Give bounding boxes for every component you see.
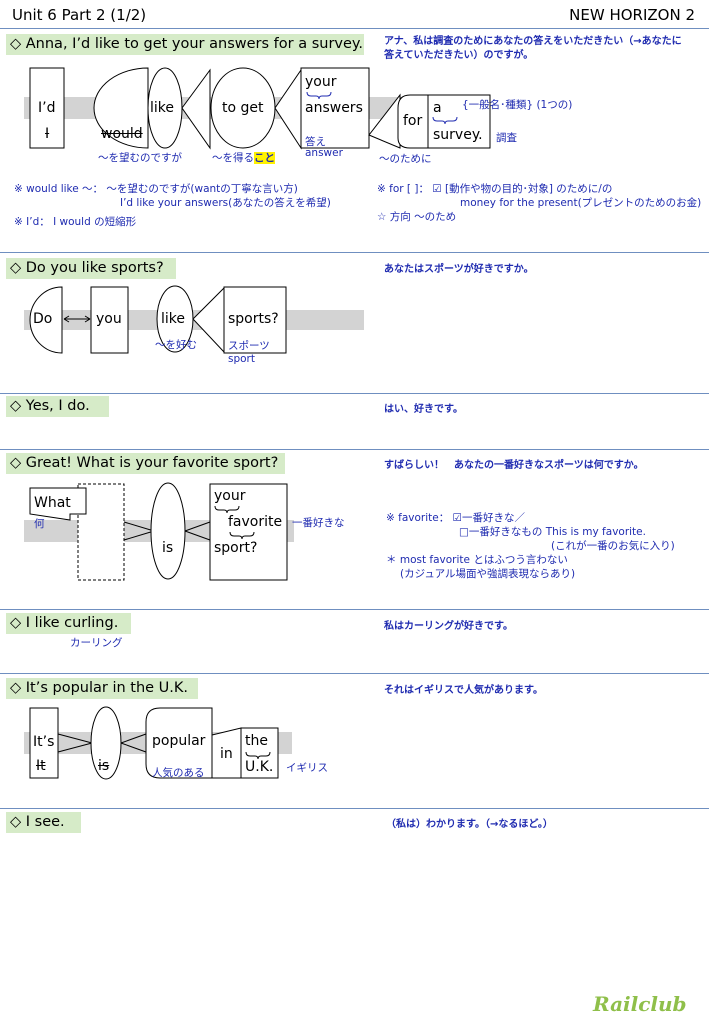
- word-its: It’s: [33, 734, 55, 750]
- diagram-6-shapes: [29, 706, 279, 780]
- translation-7: （私は）わかります。（→なるほど。）: [386, 819, 553, 830]
- word-like: like: [161, 311, 186, 327]
- sentence-4: ◇ Great! What is your favorite sport?: [6, 453, 285, 474]
- sentence-3: ◇ Yes, I do.: [6, 396, 109, 417]
- gloss-survey: 調査: [496, 132, 517, 144]
- railclub-logo: Railclub: [593, 992, 687, 1016]
- word-would-struck: would: [101, 126, 143, 142]
- gloss-for: 〜のために: [379, 153, 432, 165]
- sentence-1: ◇ Anna, I’d like to get your answers for…: [6, 34, 364, 55]
- divider: [0, 808, 709, 809]
- gloss-what: 何: [34, 518, 45, 530]
- gloss-would-like: 〜を望むのですが: [98, 152, 182, 164]
- diagram-2-shapes: [29, 285, 287, 354]
- translation-6: それはイギリスで人気があります。: [384, 685, 543, 696]
- sentence-5: ◇ I like curling.: [6, 613, 131, 634]
- word-for: for: [403, 113, 423, 129]
- word-you: you: [96, 311, 122, 327]
- note-favorite: ※ favorite： ☑一番好きな／: [386, 512, 525, 524]
- translation-3: はい、好きです。: [384, 404, 463, 415]
- word-popular: popular: [152, 733, 206, 749]
- sentence-7: ◇ I see.: [6, 812, 81, 833]
- divider: [0, 609, 709, 610]
- word-uk: U.K.: [245, 759, 274, 775]
- word-do: Do: [33, 311, 53, 327]
- divider: [0, 449, 709, 450]
- gloss-answers-en: answer: [305, 147, 343, 159]
- diagram-4-shapes: [29, 482, 288, 581]
- word-what: What: [34, 495, 71, 511]
- word-in: in: [220, 746, 233, 762]
- divider: [0, 393, 709, 394]
- translation-5: 私はカーリングが好きです。: [384, 621, 513, 632]
- word-id: I’d: [38, 100, 56, 116]
- note-favorite-translation: (これが一番のお気に入り): [551, 540, 675, 552]
- gloss-like: 〜を好む: [155, 339, 197, 351]
- word-is: is: [162, 540, 174, 556]
- word-is-struck: is: [98, 758, 110, 774]
- note-for: ※ for [ ]： ☑ [動作や物の目的･対象] のために/の: [377, 183, 613, 195]
- gloss-favorite: 一番好きな: [292, 517, 345, 529]
- divider: [0, 28, 709, 29]
- word-your: your: [214, 488, 246, 504]
- word-the: the: [245, 733, 268, 749]
- divider: [0, 252, 709, 253]
- note-for-direction: ☆ 方向 〜のため: [377, 211, 457, 223]
- sentence-6: ◇ It’s popular in the U.K.: [6, 678, 198, 699]
- gloss-sports-jp: スポーツ: [228, 340, 270, 352]
- note-would-like: ※ would like 〜： 〜を望むのですが(wantの丁寧な言い方): [14, 183, 298, 195]
- word-sports: sports?: [228, 311, 279, 327]
- word-like: like: [150, 100, 175, 116]
- note-id: ※ I’d： I would の短縮形: [14, 216, 137, 228]
- word-it-struck: It: [36, 758, 46, 774]
- sentence-2: ◇ Do you like sports?: [6, 258, 176, 279]
- word-favorite: favorite: [228, 514, 283, 530]
- word-i-struck: I: [45, 126, 50, 142]
- lesson-title: Unit 6 Part 2 (1/2): [12, 6, 147, 24]
- gloss-curling: カーリング: [70, 637, 123, 649]
- note-most-favorite: ＊ most favorite とはふつう言わない: [386, 554, 568, 566]
- word-answers: answers: [305, 100, 363, 116]
- translation-4: すばらしい！ あなたの一番好きなスポーツは何ですか。: [384, 460, 644, 471]
- gloss-uk: イギリス: [286, 762, 328, 774]
- gloss-sports-en: sport: [228, 353, 255, 365]
- note-favorite-noun: □一番好きなもの This is my favorite.: [459, 526, 646, 538]
- translation-1-line1: アナ、私は調査のためにあなたの答えをいただきたい（→あなたに: [384, 36, 682, 47]
- note-for-example: money for the present(プレゼントのためのお金): [460, 197, 702, 209]
- diagram-1-shapes: [29, 67, 491, 150]
- word-a: a: [433, 100, 442, 116]
- translation-1-line2: 答えていただきたい）のですが。: [384, 50, 534, 61]
- note-most-favorite-exception: (カジュアル場面や強調表現ならあり): [400, 568, 576, 580]
- note-would-like-example: I’d like your answers(あなたの答えを希望): [120, 197, 331, 209]
- translation-2: あなたはスポーツが好きですか。: [384, 264, 534, 275]
- word-to-get: to get: [222, 100, 264, 116]
- gloss-popular: 人気のある: [152, 767, 205, 779]
- gloss-a: {一般名･種類} (1つの): [462, 99, 573, 111]
- gloss-to-get: 〜を得ること: [212, 152, 275, 164]
- divider: [0, 673, 709, 674]
- word-your: your: [305, 74, 337, 90]
- gloss-answers-jp: 答え: [305, 136, 326, 148]
- word-sport: sport?: [214, 540, 258, 556]
- word-survey: survey.: [433, 127, 483, 143]
- textbook-title: NEW HORIZON 2: [569, 6, 695, 24]
